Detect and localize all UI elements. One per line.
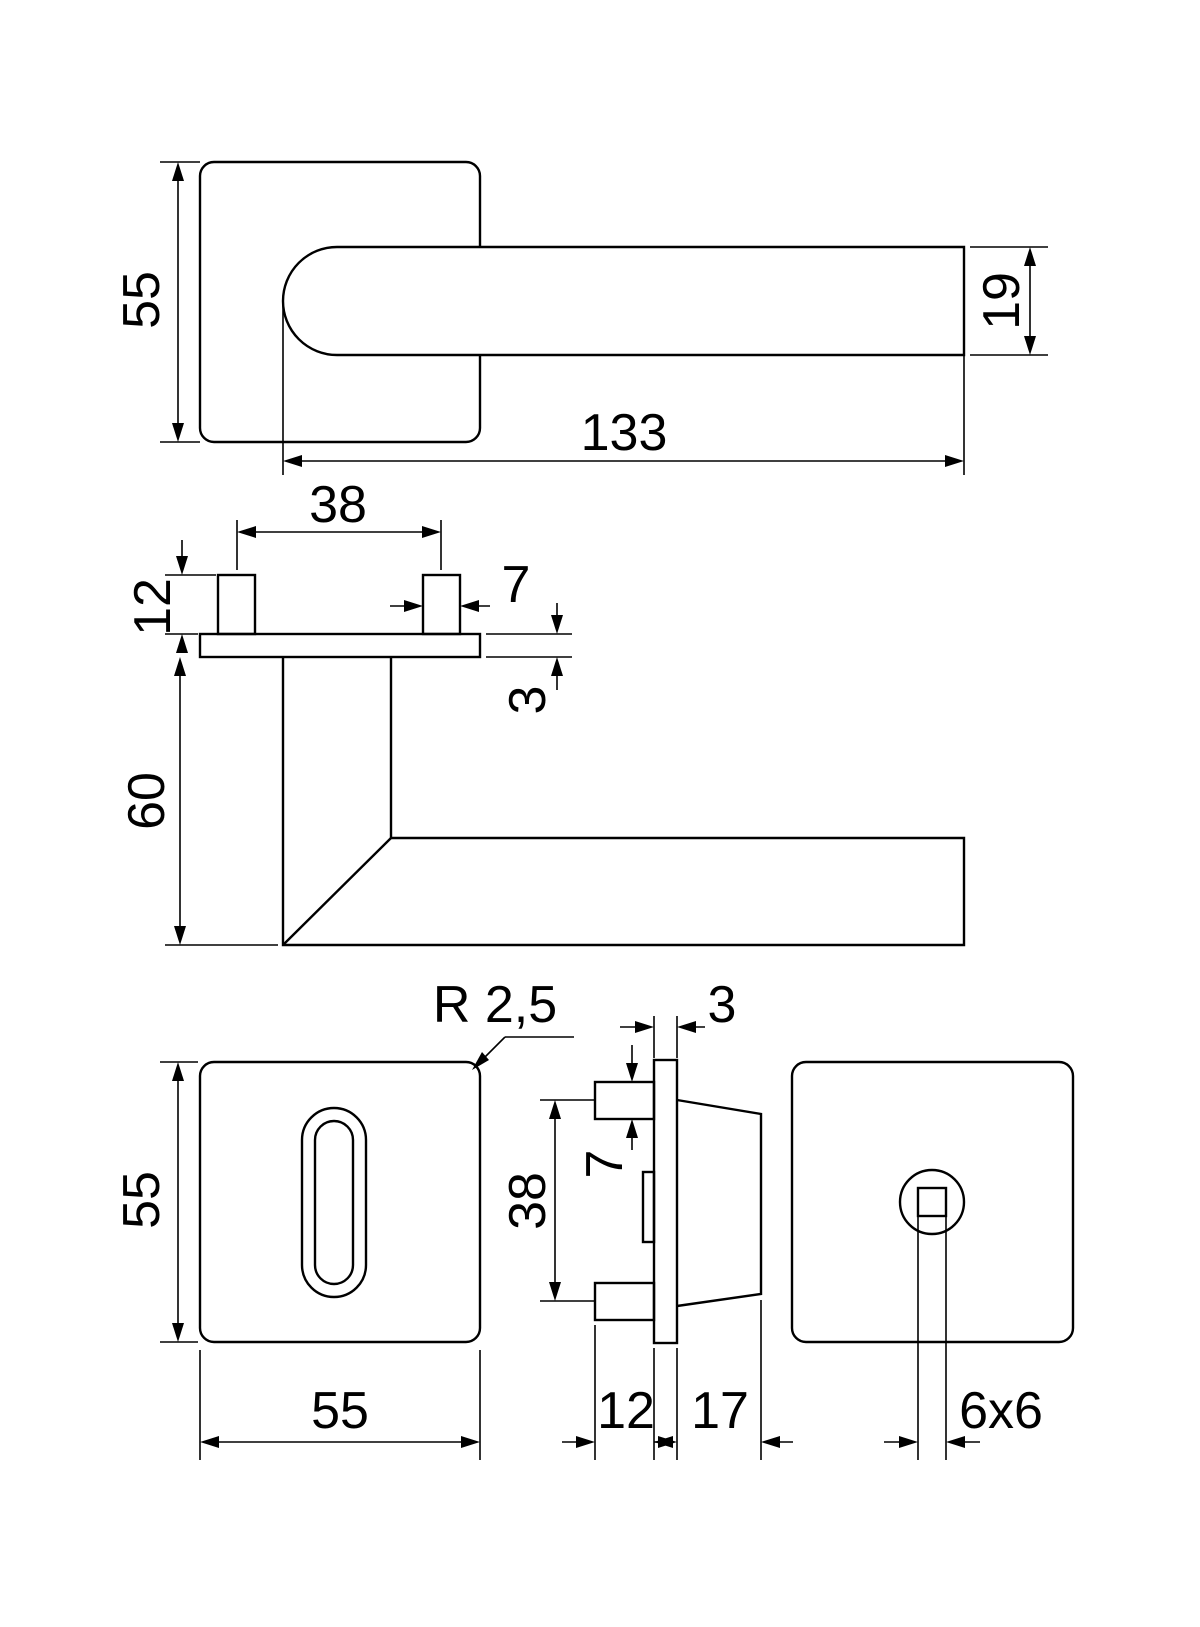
rose-height-label: 55 <box>113 271 171 329</box>
side-latch <box>641 1170 656 1244</box>
grip-height-label: 19 <box>973 272 1031 330</box>
dim-side-body-depth: 17 <box>658 1382 793 1448</box>
side-profile-view: 38 12 7 3 <box>118 476 966 947</box>
rose-thickness-label: 3 <box>499 686 557 715</box>
escutcheon-key <box>198 1060 482 1344</box>
dim-projection: 60 <box>118 657 186 945</box>
side-body-depth-label: 17 <box>691 1382 749 1440</box>
dim-side-pin-width: 7 <box>576 1045 638 1178</box>
dim-side-pin-length: 12 <box>562 1382 673 1448</box>
dim-grip-height: 19 <box>973 247 1036 355</box>
side-pin-length-label: 12 <box>597 1382 655 1440</box>
side-pin-width-label: 7 <box>576 1150 634 1179</box>
side-pin-bottom <box>593 1281 656 1322</box>
key-escutcheon-view: R 2,5 55 55 <box>113 976 574 1460</box>
front-view: 55 133 19 <box>113 160 1048 475</box>
spindle-square <box>916 1186 948 1218</box>
side-pin-top <box>593 1080 656 1121</box>
escutcheon-spindle <box>790 1060 1075 1344</box>
side-plate <box>652 1058 679 1345</box>
dim-side-pin-spacing: 38 <box>499 1100 561 1301</box>
dim-pin-width: 7 <box>390 556 530 614</box>
escutcheon-width-label: 55 <box>311 1382 369 1440</box>
lever-grip-front <box>281 245 966 357</box>
side-plate-thickness-label: 3 <box>708 976 737 1034</box>
dim-rose-thickness: 3 <box>499 603 563 714</box>
spindle-escutcheon-view: 6x6 <box>790 1060 1075 1460</box>
spindle-ring <box>898 1168 966 1236</box>
projection-label: 60 <box>118 772 176 830</box>
key-slot-outer <box>300 1106 368 1299</box>
key-slot-inner <box>313 1119 355 1286</box>
pin-length-label: 12 <box>124 578 182 636</box>
dim-side-plate-thickness: 3 <box>620 976 736 1034</box>
dim-corner-radius: R 2,5 <box>433 976 574 1070</box>
dim-pin-length: 12 <box>124 540 188 653</box>
dim-rose-height: 55 <box>113 162 184 442</box>
escutcheon-height-label: 55 <box>113 1171 171 1229</box>
handle-length-label: 133 <box>581 404 668 462</box>
corner-radius-label: R 2,5 <box>433 976 557 1034</box>
pin-spacing-label: 38 <box>309 476 367 534</box>
pin-right <box>421 573 462 636</box>
dim-spindle-square: 6x6 <box>884 1382 1043 1448</box>
dim-handle-length: 133 <box>283 404 964 467</box>
escutcheon-side-view: 3 7 38 12 <box>499 976 793 1460</box>
spindle-square-label: 6x6 <box>959 1382 1043 1440</box>
rose-plate-profile <box>198 632 482 659</box>
dim-escutcheon-height: 55 <box>113 1062 184 1342</box>
lever-profile <box>281 657 966 947</box>
dim-pin-spacing: 38 <box>237 476 441 538</box>
side-body <box>676 1098 763 1308</box>
dim-escutcheon-width: 55 <box>200 1382 480 1448</box>
pin-width-label: 7 <box>502 556 531 614</box>
side-pin-spacing-label: 38 <box>499 1172 557 1230</box>
pin-left <box>216 573 257 636</box>
